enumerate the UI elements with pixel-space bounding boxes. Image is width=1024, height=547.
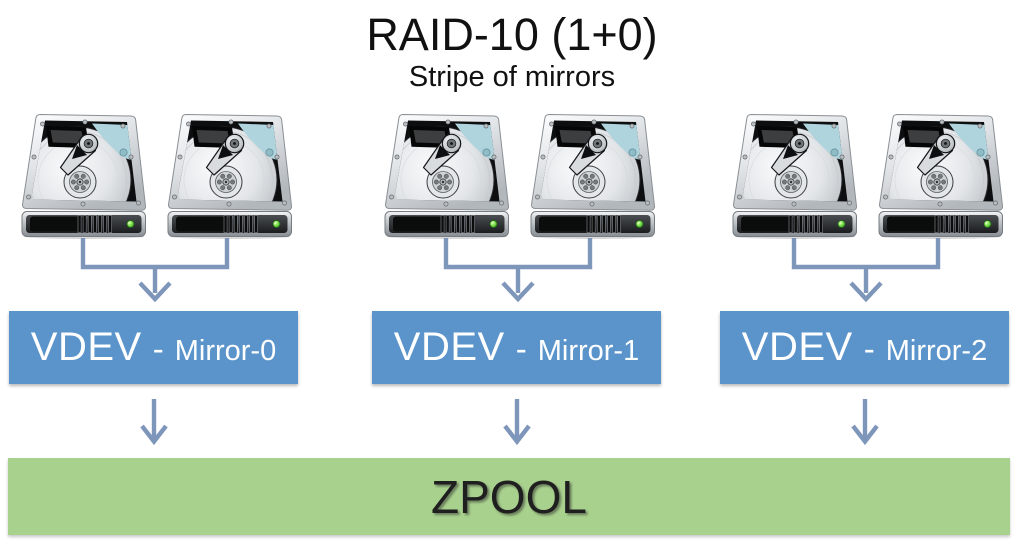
zpool-box: ZPOOL <box>8 458 1010 535</box>
vdev-name: VDEV <box>393 325 505 369</box>
vdev-separator: - <box>863 330 875 367</box>
hard-drive-icon <box>876 112 1006 239</box>
hard-drive-icon <box>165 112 295 239</box>
vdev-box-mirror-2: VDEV - Mirror-2 <box>720 311 1009 384</box>
vdev-separator: - <box>152 330 164 367</box>
vdev-name: VDEV <box>741 325 853 369</box>
vdev-to-zpool-arrow <box>140 399 168 446</box>
hard-drive-icon <box>730 112 860 239</box>
vdev-name: VDEV <box>30 325 142 369</box>
mirror-group-2 <box>720 112 1010 308</box>
vdev-to-zpool-arrow <box>851 399 879 446</box>
zpool-label: ZPOOL <box>431 470 587 523</box>
hard-drive-icon <box>528 112 658 239</box>
mirror-group-0 <box>9 112 299 308</box>
hard-drive-icon <box>382 112 512 239</box>
mirror-group-1 <box>372 112 662 308</box>
vdev-separator: - <box>515 330 527 367</box>
vdev-mirror-id: Mirror-0 <box>174 335 277 367</box>
vdev-box-mirror-1: VDEV - Mirror-1 <box>372 311 661 384</box>
vdev-mirror-id: Mirror-2 <box>885 335 988 367</box>
hard-drive-icon <box>19 112 149 239</box>
vdev-label: VDEV - Mirror-1 <box>394 325 639 370</box>
mirror-bracket-arrow <box>791 238 941 303</box>
page-subtitle: Stripe of mirrors <box>408 61 616 93</box>
page-title: RAID-10 (1+0) <box>366 9 658 60</box>
vdev-mirror-id: Mirror-1 <box>537 335 640 367</box>
mirror-bracket-arrow <box>80 238 230 303</box>
vdev-to-zpool-arrow <box>503 399 531 446</box>
mirror-bracket-arrow <box>443 238 593 303</box>
vdev-label: VDEV - Mirror-2 <box>742 325 987 370</box>
vdev-label: VDEV - Mirror-0 <box>31 325 276 370</box>
vdev-box-mirror-0: VDEV - Mirror-0 <box>9 311 298 384</box>
